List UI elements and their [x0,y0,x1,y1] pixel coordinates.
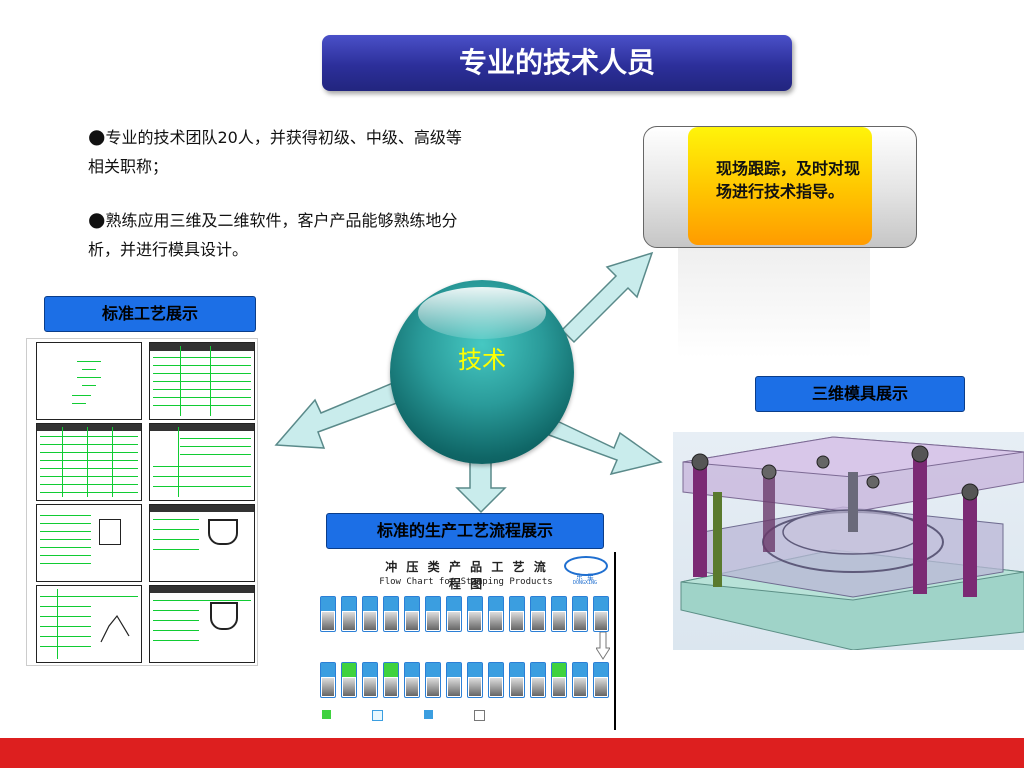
flow-node [593,596,609,632]
logo-subtext: DONGXING [572,580,598,586]
footer-bar [0,738,1024,768]
logo-text: 东 星 [575,573,595,581]
sphere-label: 技术 [458,346,506,374]
flow-node [509,662,525,698]
bullet-dot: ● [88,207,106,231]
flow-node [446,596,462,632]
flow-node [362,596,378,632]
callout-text: 现场跟踪，及时对现场进行技术指导。 [716,159,861,201]
flow-node [425,662,441,698]
flow-node [383,662,399,698]
arrow-down-right [548,418,663,476]
flow-node [530,596,546,632]
mold-3d-image [673,432,1024,650]
flow-node [488,662,504,698]
flow-node [467,662,483,698]
callout-box [688,127,872,245]
process-documents-image [26,338,258,666]
flow-node [593,662,609,698]
legend-swatch [372,710,383,721]
flow-node [404,596,420,632]
label-3d-mold: 三维模具展示 [755,376,965,412]
flow-node [425,596,441,632]
flow-node [488,596,504,632]
doc-page [149,342,255,420]
flow-node [467,596,483,632]
doc-page [36,423,142,501]
flow-node [530,662,546,698]
flowchart-title-cn: 冲 压 类 产 品 工 艺 流 程 图 [385,560,547,591]
callout-reflection [678,248,870,358]
flow-node [341,662,357,698]
legend-swatch [322,710,331,719]
flowchart-title-en: Flow Chart for Stamping Products [379,577,553,587]
flow-node [341,596,357,632]
doc-page [149,423,255,501]
label-standard-process: 标准工艺展示 [44,296,256,332]
flow-arrow-down-icon [596,632,610,660]
logo-icon [564,556,608,576]
flow-node [572,596,588,632]
bullet-text: 专业的技术团队20人，并获得初级、中级、高级等相关职称； [88,128,462,176]
flowchart-border [614,552,616,730]
flow-node [572,662,588,698]
flow-node [404,662,420,698]
flow-node [320,596,336,632]
flow-node [320,662,336,698]
bullet-team: ●专业的技术团队20人，并获得初级、中级、高级等相关职称； [88,122,468,181]
flow-node [551,662,567,698]
doc-page [149,504,255,582]
doc-page [36,342,142,420]
label-production-flow: 标准的生产工艺流程展示 [326,513,604,549]
flow-node [383,596,399,632]
flowchart-image: 冲 压 类 产 品 工 艺 流 程 图 Flow Chart for Stamp… [316,552,616,730]
flow-node [446,662,462,698]
doc-page [149,585,255,663]
arrow-up-right [560,251,654,344]
page-title: 专业的技术人员 [322,35,792,91]
legend-swatch [474,710,485,721]
flow-node [362,662,378,698]
bullet-software: ●熟练应用三维及二维软件，客户产品能够熟练地分析，并进行模具设计。 [88,205,468,264]
sphere-highlight [418,287,546,339]
doc-page [36,504,142,582]
bullet-dot: ● [88,124,106,148]
bullet-text: 熟练应用三维及二维软件，客户产品能够熟练地分析，并进行模具设计。 [88,211,458,259]
doc-page [36,585,142,663]
arrow-down-left [274,378,406,449]
flow-node [509,596,525,632]
mold-drawing [680,436,1024,650]
legend-swatch [424,710,433,719]
flow-node [551,596,567,632]
